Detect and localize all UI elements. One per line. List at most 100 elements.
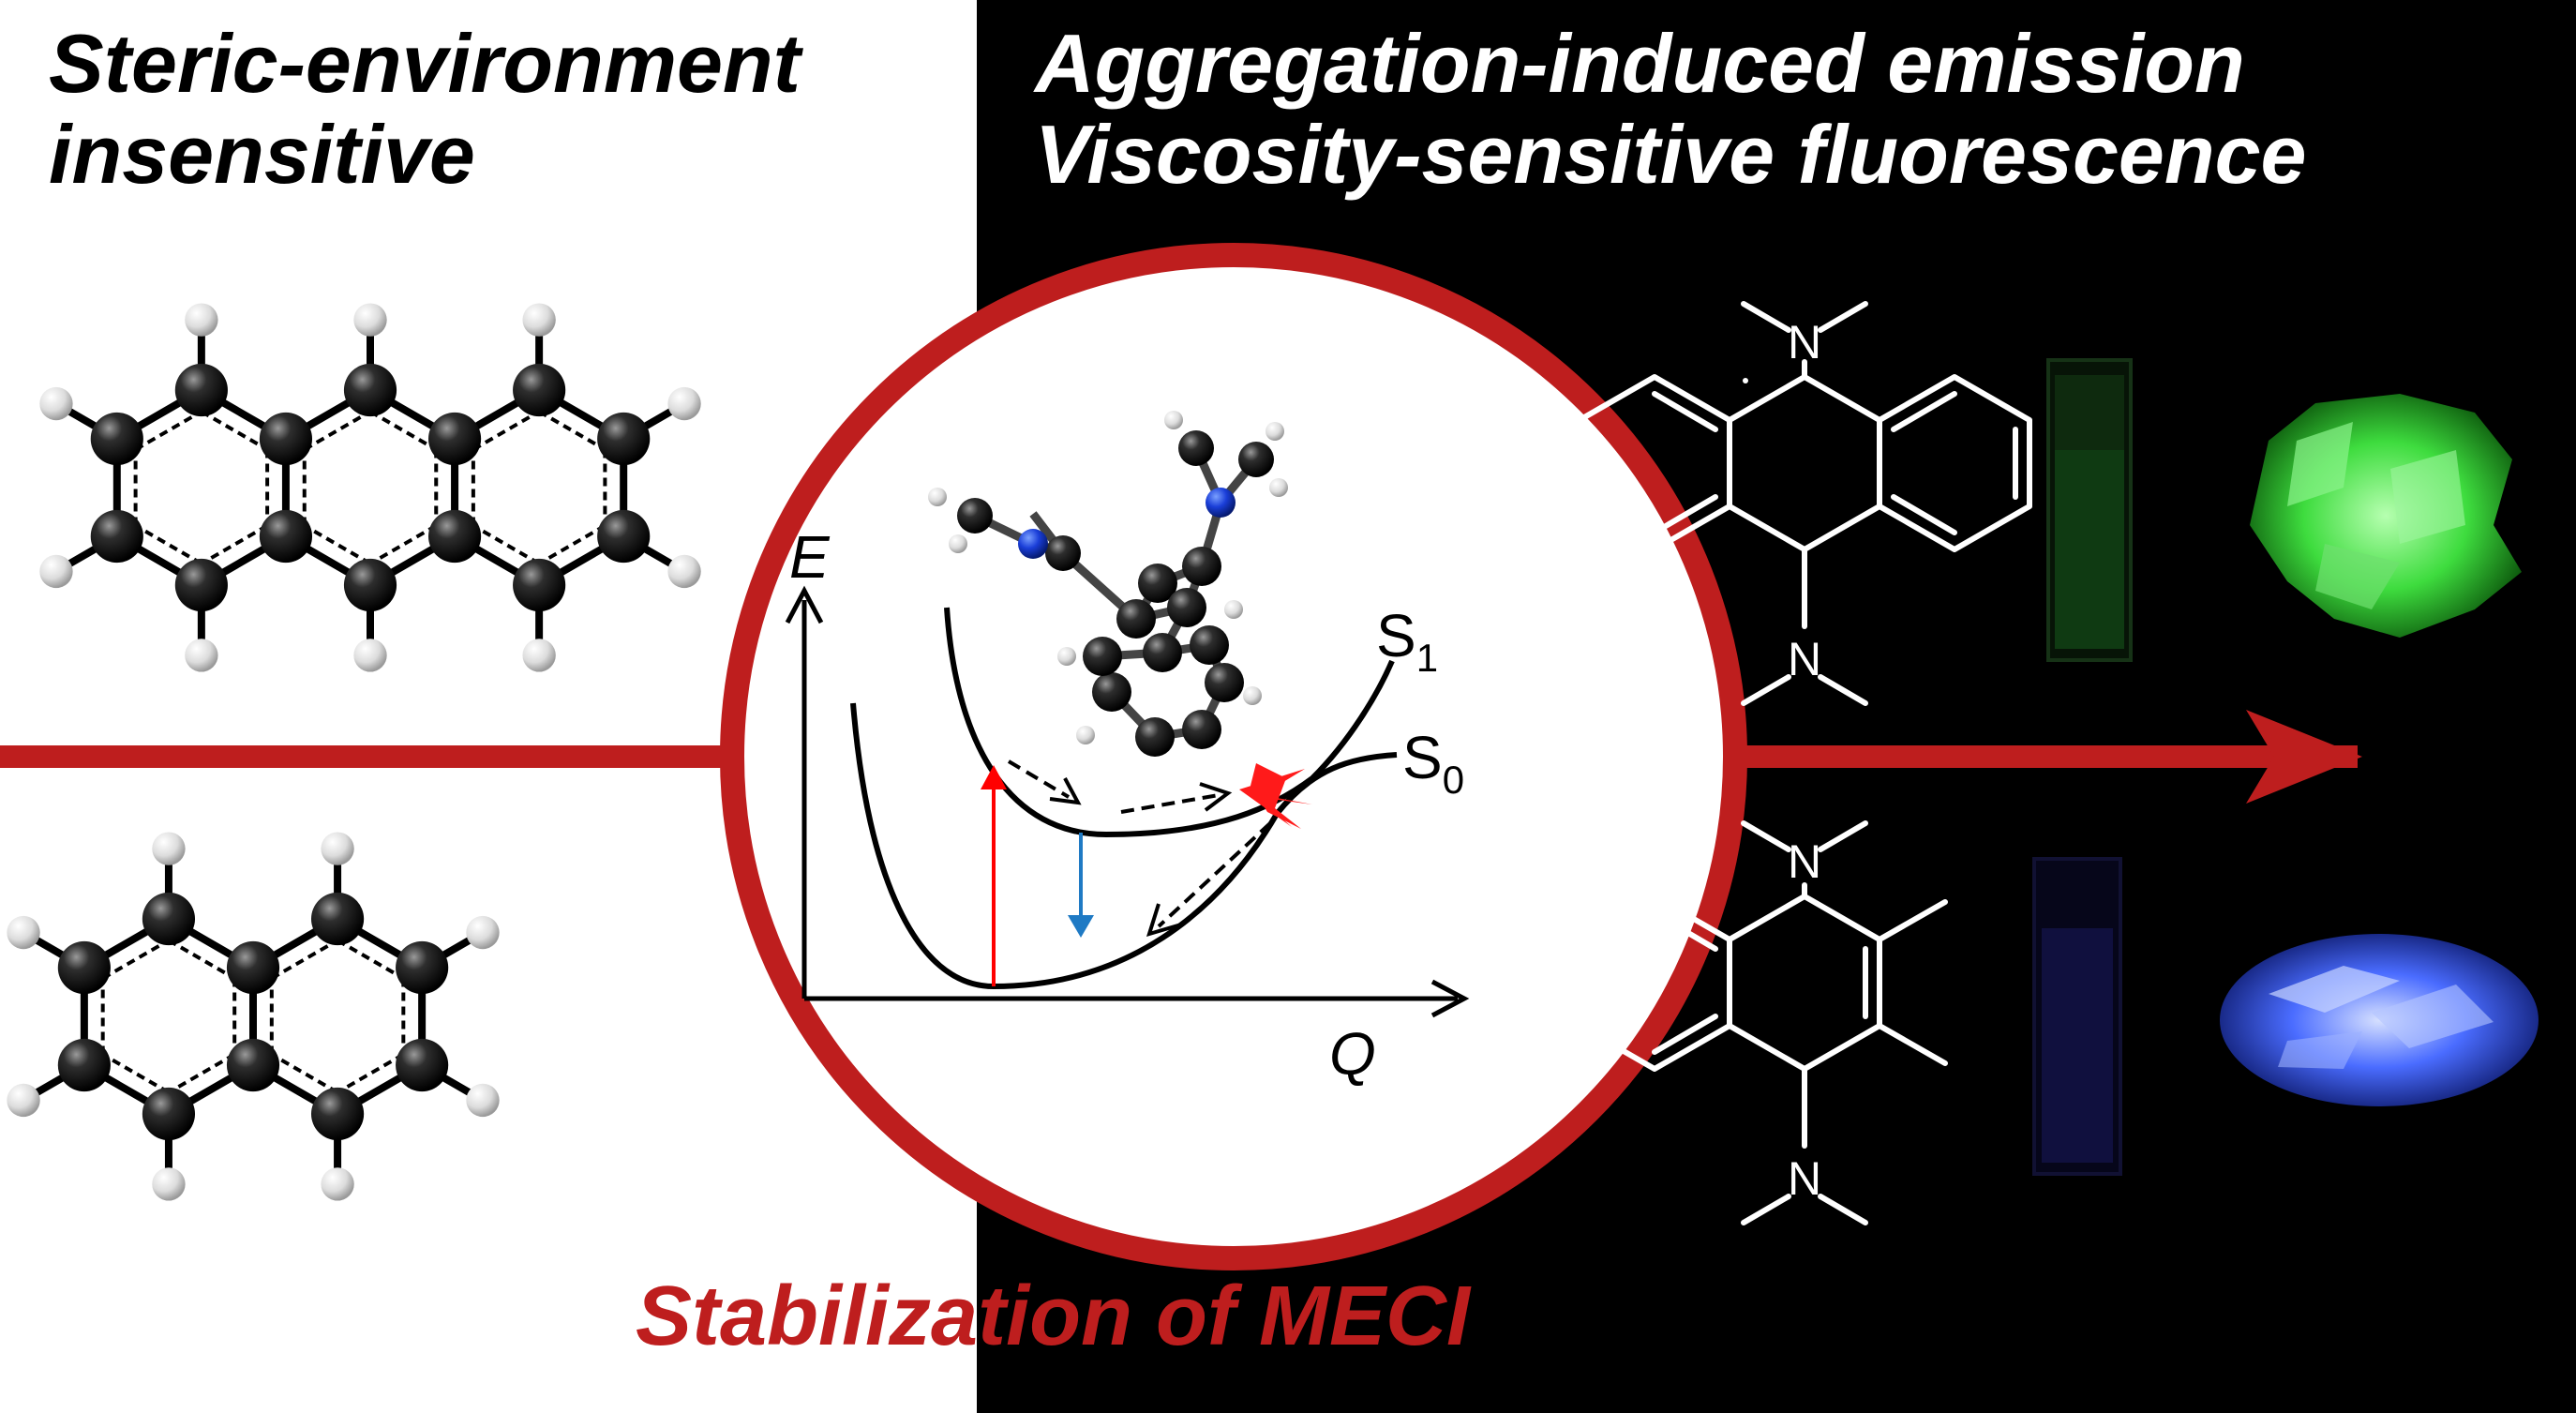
decay-arrowhead: [1146, 903, 1182, 937]
hydrogen-atom: [185, 303, 218, 337]
energy-axis-label: E: [789, 523, 831, 591]
nitrogen-label-bottom-2: N: [1788, 1152, 1821, 1205]
nitrogen-label-top: N: [1788, 316, 1821, 368]
aromatic-bond: [303, 410, 371, 452]
aromatic-bond: [303, 523, 371, 565]
meci-hydrogen: [1224, 600, 1243, 619]
meci-carbon: [1182, 547, 1221, 586]
aromatic-bond: [472, 410, 541, 452]
carbon-atom: [259, 509, 313, 564]
aromatic-bond: [167, 1052, 236, 1094]
blue-fluorescent-crystals: [2220, 934, 2539, 1106]
aromatic-bond: [200, 523, 269, 565]
blue-solution-cuvette: [2032, 857, 2122, 1176]
carbon-atom: [427, 509, 482, 564]
carbon-atom: [90, 509, 143, 564]
aromatic-bond: [134, 410, 202, 452]
carbon-atom: [174, 558, 228, 612]
meci-carbon: [1143, 633, 1182, 672]
meci-carbon: [1190, 625, 1229, 665]
carbon-atom: [427, 412, 482, 466]
heading-right-line-1: Aggregation-induced emission: [1035, 17, 2245, 110]
reaction-arrow-head: [2246, 710, 2362, 804]
aromatic-bond: [538, 410, 607, 452]
carbon-atom: [597, 412, 651, 466]
hydrogen-atom: [185, 639, 218, 672]
hydrogen-atom: [353, 303, 387, 337]
hydrogen-atom: [7, 915, 40, 950]
meci-nitrogen: [1206, 488, 1236, 518]
hydrogen-atom: [522, 639, 556, 672]
hydrogen-atom: [353, 639, 387, 672]
relaxation-arrow-1: [1007, 759, 1071, 799]
aromatic-bond: [134, 523, 202, 565]
aromatic-bond: [472, 523, 541, 565]
relaxation-arrow-2: [1120, 793, 1220, 814]
meci-carbon: [1092, 672, 1131, 712]
carbon-atom: [226, 1038, 280, 1092]
carbon-atom: [597, 509, 651, 564]
anthracene-derivative-structure: [1577, 301, 2032, 706]
meci-hydrogen: [1269, 478, 1288, 497]
carbon-atom: [343, 363, 397, 417]
meci-geometry-model: [928, 411, 1288, 757]
hydrogen-atom: [321, 1167, 354, 1201]
coordinate-axis-label: Q: [1329, 1020, 1376, 1088]
meci-hydrogen: [928, 488, 947, 506]
excited-state-label: S1: [1376, 602, 1438, 680]
green-fluorescent-crystals: [2250, 394, 2522, 638]
hydrogen-atom: [152, 1167, 186, 1201]
hydrogen-atom: [152, 832, 186, 865]
conical-intersection-mark-2: [1251, 763, 1301, 829]
meci-hydrogen: [1266, 422, 1284, 441]
meci-hydrogen: [1057, 647, 1076, 666]
hydrogen-atom: [39, 554, 73, 589]
carbon-atom: [90, 412, 143, 466]
aromatic-bond: [538, 523, 607, 565]
nitrogen-label-bottom: N: [1788, 633, 1821, 685]
methyl-carbon: [1045, 535, 1081, 571]
aromatic-bond: [270, 1052, 339, 1094]
excited-state-curve: [944, 607, 1395, 838]
carbon-atom: [396, 940, 449, 995]
naphthalene-derivative-structure: [1577, 820, 1948, 1225]
decay-arrow: [1157, 821, 1272, 928]
meci-hydrogen: [1243, 686, 1262, 705]
meci-hydrogen: [1076, 726, 1095, 744]
aromatic-bond: [369, 410, 438, 452]
ground-state-label: S0: [1402, 724, 1464, 802]
carbon-atom: [310, 892, 365, 946]
methyl-carbon: [1238, 442, 1274, 477]
heading-left-line-2: insensitive: [49, 107, 475, 201]
carbon-atom: [310, 1087, 365, 1141]
meci-nitrogen: [1018, 529, 1048, 559]
hydrogen-atom: [39, 386, 73, 421]
aromatic-bond: [167, 939, 236, 981]
emission-arrowhead: [1068, 915, 1094, 938]
carbon-atom: [174, 363, 228, 417]
carbon-atom: [513, 363, 566, 417]
aromatic-bond: [270, 939, 339, 981]
aromatic-bond: [200, 410, 269, 452]
meci-hydrogen: [949, 534, 967, 553]
aromatic-bond: [101, 1052, 170, 1094]
hydrogen-atom: [522, 303, 556, 337]
carbon-atom: [343, 558, 397, 612]
methyl-carbon: [957, 498, 993, 534]
methyl-carbon: [1178, 430, 1214, 466]
energy-axis-arrowhead: [785, 585, 824, 624]
hydrogen-atom: [7, 1083, 40, 1118]
carbon-atom: [226, 940, 280, 995]
carbon-atom: [57, 940, 111, 995]
hydrogen-atom: [667, 554, 701, 589]
relaxation-arrowhead-2: [1199, 782, 1233, 812]
carbon-atom: [396, 1038, 449, 1092]
carbon-atom: [259, 412, 313, 466]
energy-diagram-circle: [720, 243, 1747, 1270]
meci-carbon: [1205, 663, 1244, 702]
hydrogen-atom: [466, 915, 500, 950]
